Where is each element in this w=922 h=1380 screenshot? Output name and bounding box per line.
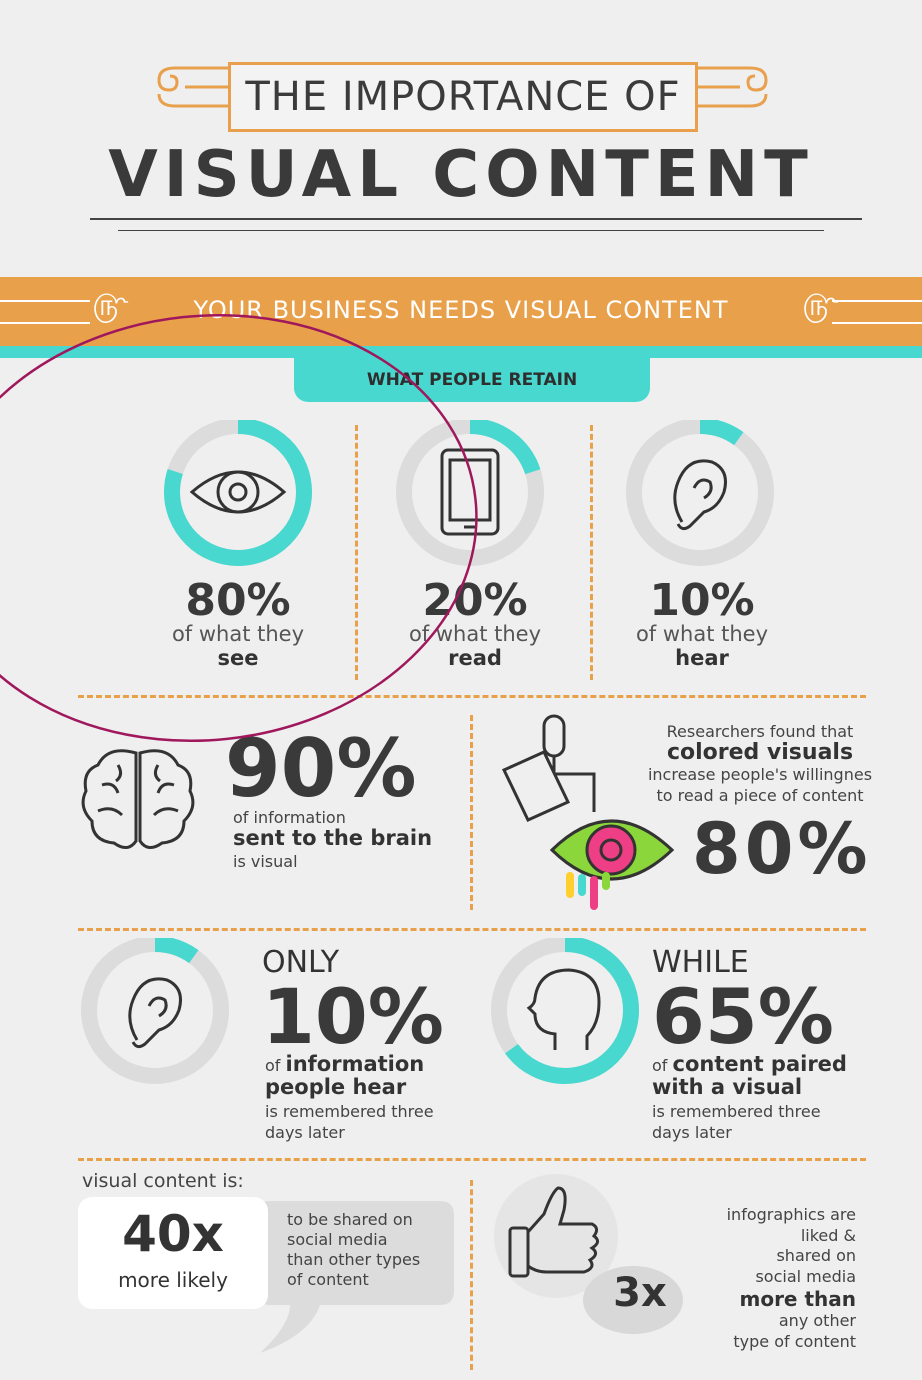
liked-line3: shared on: [776, 1246, 856, 1265]
divider-v2: [590, 425, 593, 680]
divider-v4: [470, 1180, 473, 1370]
colored-line3: increase people's willingnes: [647, 765, 873, 784]
liked-text: infographics are liked & shared on socia…: [690, 1205, 856, 1352]
hear-line2: people hear: [265, 1075, 407, 1099]
liked-line6: any other: [778, 1311, 856, 1330]
brain-icon: [81, 749, 195, 849]
ring-hear-memory: [81, 938, 229, 1084]
divider-v1: [355, 425, 358, 680]
shared-value: 40x: [122, 1205, 224, 1263]
ring-hear: [626, 420, 774, 566]
thumbs-up-icon: [494, 1174, 683, 1334]
retain-see-line1: of what they: [171, 622, 305, 646]
liked-line5: more than: [739, 1287, 856, 1311]
shared-line4: of content: [287, 1270, 369, 1289]
tablet-icon: [440, 448, 500, 536]
hear-line3: is remembered three: [265, 1102, 434, 1121]
retain-see-line2: see: [217, 646, 259, 670]
divider-h1: [78, 695, 866, 698]
visual-line2: with a visual: [652, 1075, 803, 1099]
brain-line3: is visual: [233, 852, 298, 871]
banner-swirl-right-icon: ௹: [802, 288, 839, 323]
visual-line1: of content paired: [652, 1052, 847, 1076]
memory-rings: [81, 938, 639, 1084]
header-scroll-right: [692, 66, 768, 108]
liked-line7: type of content: [733, 1331, 856, 1351]
hear-line4: days later: [265, 1123, 345, 1142]
colored-line1: Researchers found that: [666, 722, 854, 741]
retain-tab-label: WHAT PEOPLE RETAIN: [366, 370, 578, 390]
ring-read: [396, 420, 544, 566]
shared-box: [78, 1197, 268, 1309]
header-title-main: VISUAL CONTENT: [108, 138, 814, 212]
ear-icon: [673, 459, 727, 531]
divider-h2: [78, 928, 866, 931]
paint-eye-icon: [501, 714, 675, 910]
liked-value: 3x: [613, 1270, 667, 1316]
ear-memory-icon: [128, 977, 182, 1049]
brain-line1: of information: [233, 808, 346, 827]
visual-value: 65%: [652, 972, 834, 1061]
visual-line1-of: of: [652, 1056, 668, 1075]
hear-value: 10%: [262, 972, 444, 1061]
retain-hear-line1: of what they: [635, 622, 769, 646]
retain-rings: [164, 420, 774, 566]
shared-line1: to be shared on: [287, 1210, 413, 1229]
shared-line3: than other types: [287, 1250, 421, 1269]
divider-h3: [78, 1158, 866, 1161]
hear-line1: of information: [265, 1052, 424, 1076]
liked-line4: social media: [755, 1266, 856, 1286]
header-scroll-left: [157, 66, 233, 108]
visual-line3: is remembered three: [652, 1102, 821, 1121]
speech-bubble-grey: [256, 1201, 454, 1353]
header-divider-short: [118, 230, 824, 231]
colored-line4: to read a piece of content: [656, 786, 864, 805]
header-divider: [90, 218, 862, 220]
head-icon: [526, 968, 601, 1050]
banner-band: [0, 277, 922, 347]
hear-line1-info: information: [285, 1052, 425, 1076]
shared-line2: social media: [287, 1230, 388, 1249]
banner-text: YOUR BUSINESS NEEDS VISUAL CONTENT: [193, 296, 729, 324]
annotation-ellipse: [0, 314, 478, 742]
ring-see: [164, 420, 312, 566]
retain-see-value: 80%: [185, 575, 291, 626]
banner-lines-right: [832, 300, 922, 324]
hear-pre: ONLY: [262, 945, 340, 980]
retain-read-line1: of what they: [408, 622, 542, 646]
shared-intro: visual content is:: [82, 1170, 244, 1192]
colored-value: 80%: [692, 808, 872, 890]
eye-icon: [189, 470, 287, 514]
liked-line2: liked &: [800, 1225, 856, 1245]
ring-visual-memory: [491, 938, 639, 1084]
divider-v3: [470, 715, 473, 910]
banner-swirl-left-icon: ௹: [92, 288, 129, 323]
banner-lines-left: [0, 300, 90, 324]
hear-line1-of: of: [265, 1056, 281, 1075]
visual-pre: WHILE: [652, 945, 749, 980]
retain-hear-line2: hear: [675, 646, 729, 670]
retain-tab: [294, 352, 650, 402]
retain-read-value: 20%: [422, 575, 528, 626]
brain-value: 90%: [225, 722, 417, 815]
visual-line4: days later: [652, 1123, 732, 1142]
brain-line2: sent to the brain: [233, 826, 433, 850]
retain-hear-value: 10%: [649, 575, 755, 626]
liked-line1: infographics are: [726, 1205, 856, 1224]
shared-label: more likely: [118, 1268, 228, 1292]
header-title-top: THE IMPORTANCE OF: [228, 62, 698, 132]
visual-line1-content: content paired: [672, 1052, 847, 1076]
colored-line2: colored visuals: [666, 740, 854, 765]
retain-read-line2: read: [448, 646, 502, 670]
